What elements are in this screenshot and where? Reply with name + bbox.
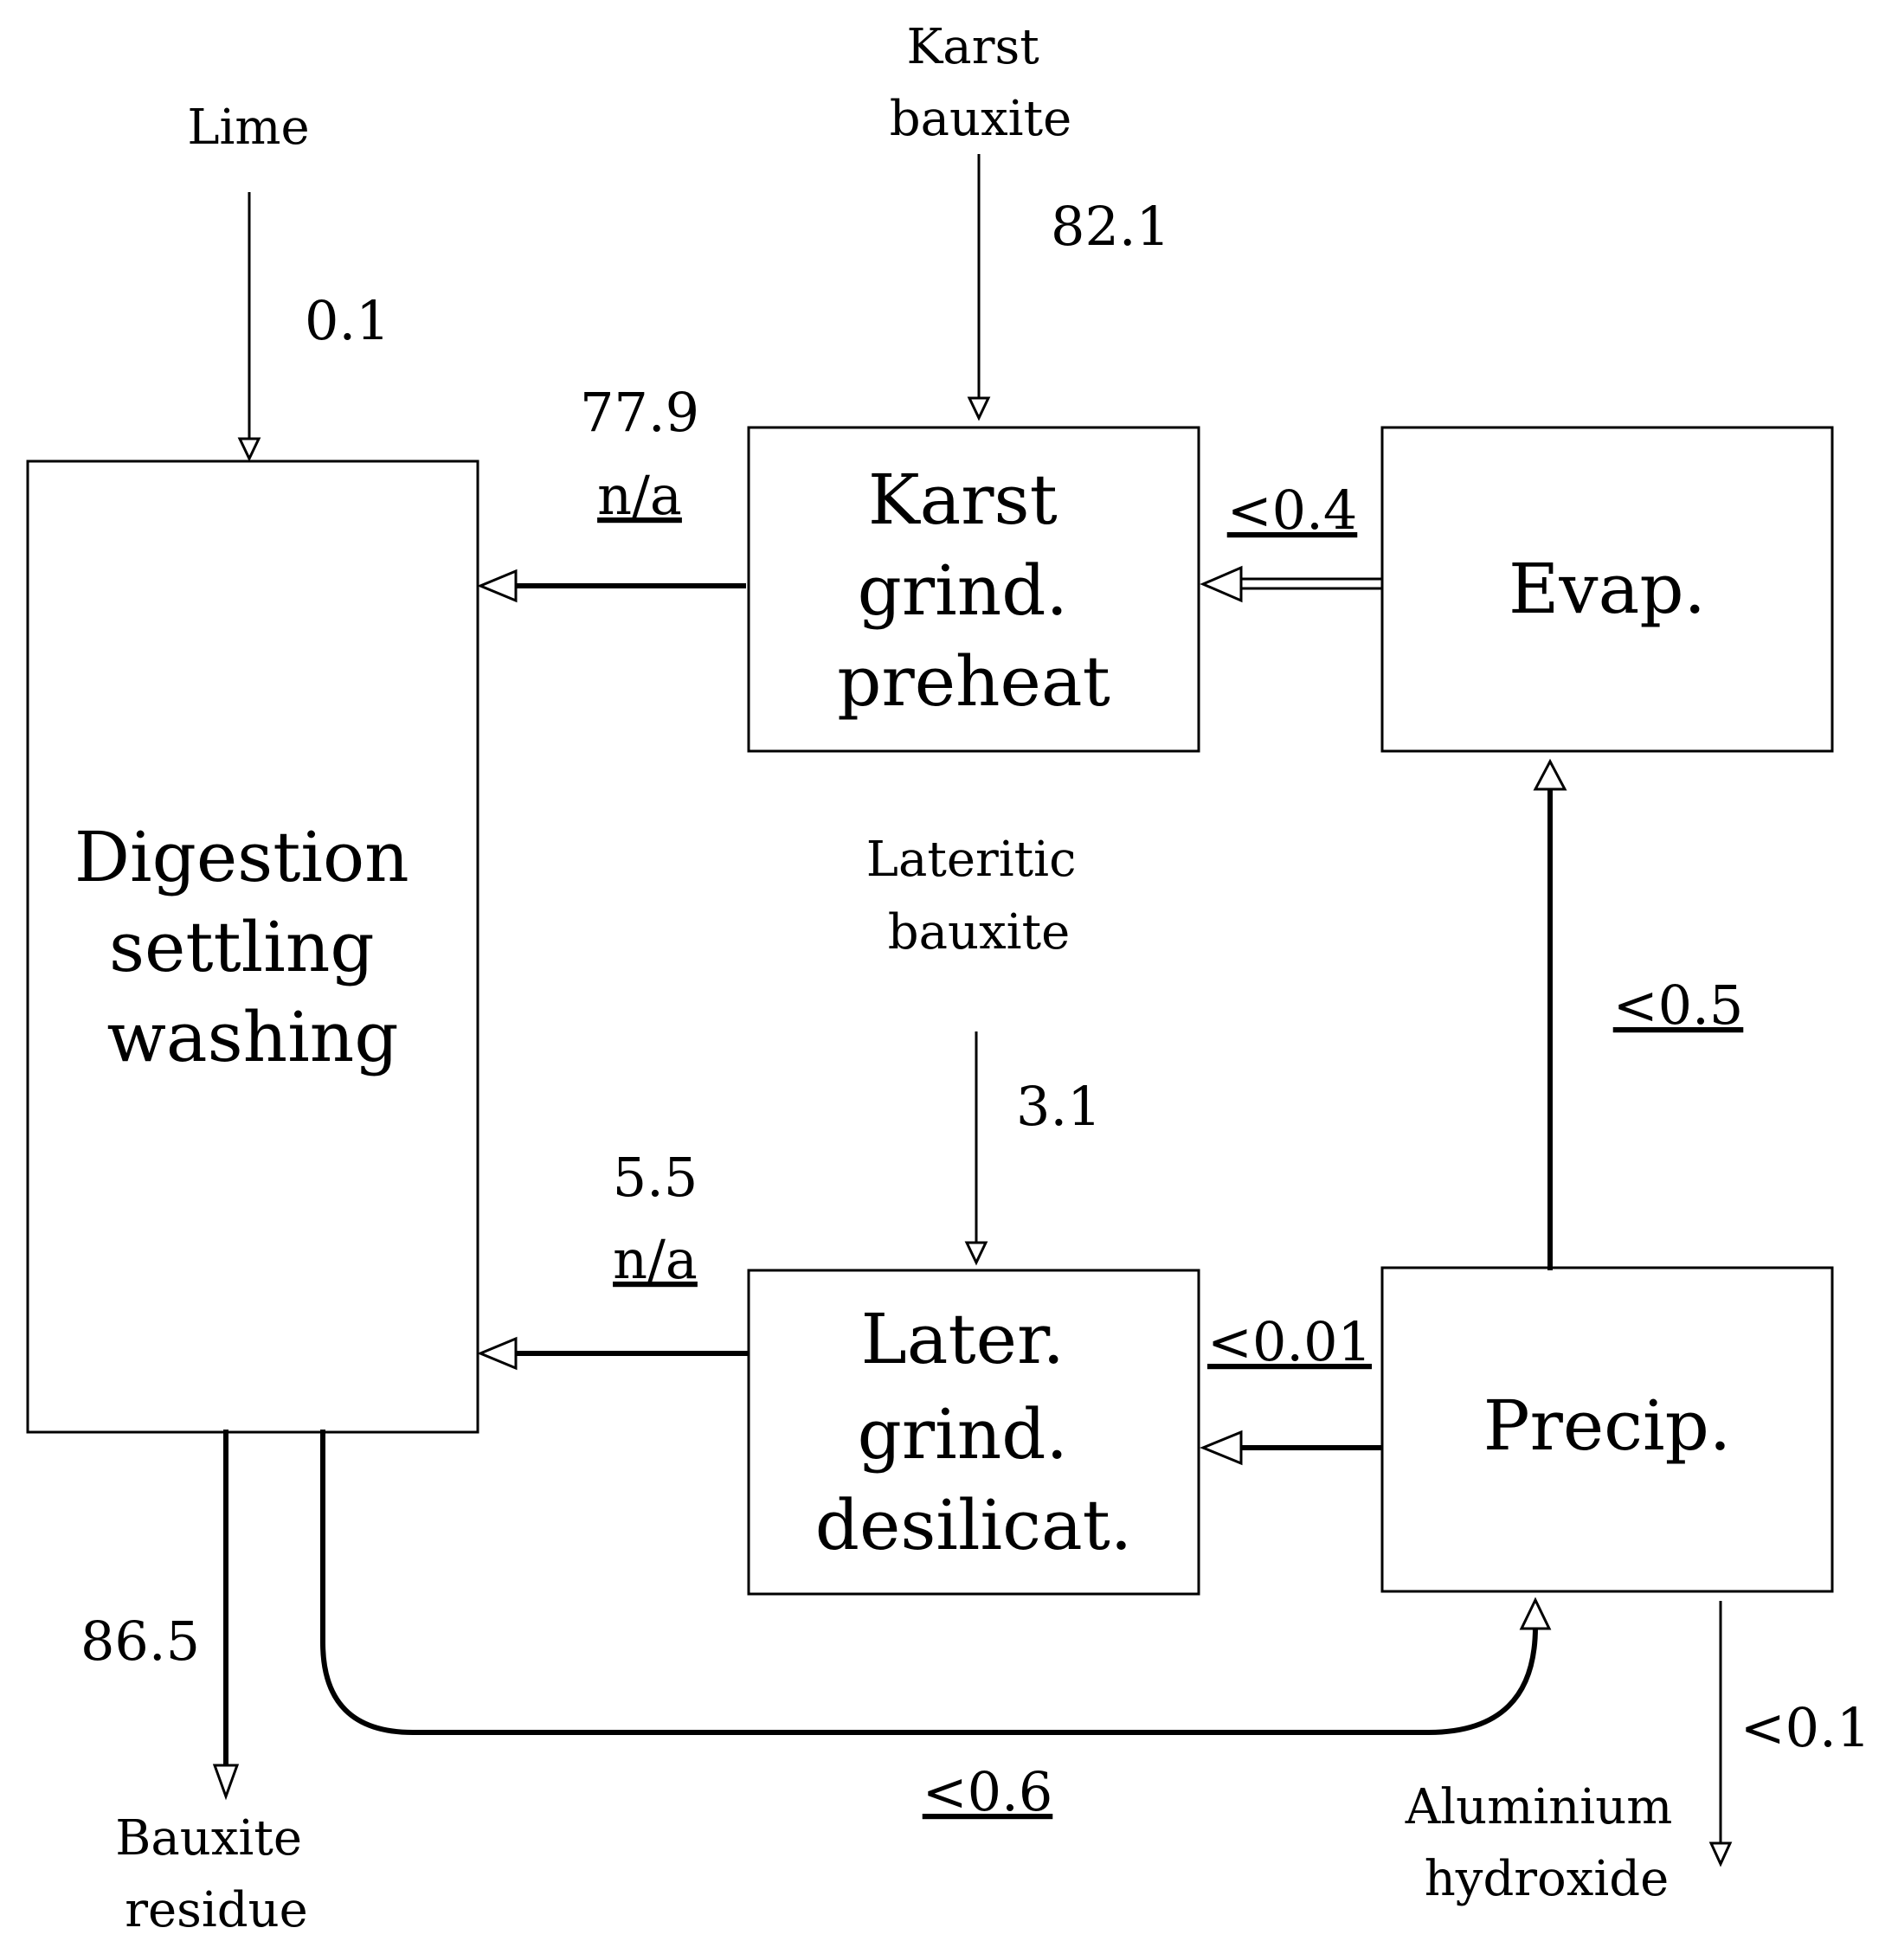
karst-bauxite-flow-value: 82.1 xyxy=(1051,195,1170,258)
karst-bauxite-label: Karst bauxite xyxy=(890,19,1071,147)
later-grind-label-line3: desilicat. xyxy=(815,1485,1132,1565)
aluminium-hydroxide-label-line2: hydroxide xyxy=(1425,1851,1670,1907)
karst-to-digestion-arrow xyxy=(477,569,746,603)
precip-to-later-arrow xyxy=(1200,1430,1382,1466)
later-to-digestion-arrow xyxy=(477,1336,749,1371)
later-to-digestion-flow-value: 5.5 xyxy=(613,1146,698,1209)
bauxite-residue-label-line1: Bauxite xyxy=(115,1810,302,1867)
digestion-to-precip-flow-value: <0.6 xyxy=(923,1760,1053,1823)
lateritic-bauxite-label-line1: Lateritic xyxy=(866,832,1077,888)
precip-to-evap-flow-value: <0.5 xyxy=(1613,974,1744,1037)
digestion-label-line1: Digestion xyxy=(74,817,409,897)
precip-to-hydroxide-arrow xyxy=(1708,1601,1733,1867)
precip-to-later-flow-value: <0.01 xyxy=(1207,1310,1372,1373)
precip-box: Precip. xyxy=(1380,1266,1834,1593)
lime-arrow xyxy=(237,192,261,462)
svg-text:Karst grind. prehe: Karst grind. preheat xyxy=(837,459,1110,722)
karst-to-digestion-flow-value: 77.9 xyxy=(580,381,699,444)
karst-grind-label-line1: Karst xyxy=(868,459,1058,540)
digestion-label-line2: settling xyxy=(109,907,375,987)
evap-to-karst-arrow xyxy=(1200,565,1382,603)
digestion-to-residue-arrow xyxy=(212,1430,240,1801)
lime-flow-value: 0.1 xyxy=(305,289,390,352)
later-grind-label-line1: Later. xyxy=(861,1299,1065,1379)
bauxite-residue-label-line2: residue xyxy=(125,1882,308,1938)
karst-bauxite-label-line1: Karst xyxy=(906,19,1039,75)
precip-label: Precip. xyxy=(1483,1385,1731,1466)
aluminium-hydroxide-label-line1: Aluminium xyxy=(1405,1779,1673,1835)
bauxite-residue-label: Bauxite residue xyxy=(115,1810,318,1938)
evap-box: Evap. xyxy=(1380,426,1834,753)
svg-text:Later. grind. desi: Later. grind. desilicat. xyxy=(815,1299,1132,1565)
lime-label: Lime xyxy=(187,100,309,156)
digestion-to-precip-arrow xyxy=(320,1430,1552,1735)
residue-flow-value: 86.5 xyxy=(80,1610,200,1673)
digestion-box: Digestion settling washing xyxy=(26,459,479,1434)
lateritic-bauxite-arrow xyxy=(964,1031,988,1266)
later-grind-label-line2: grind. xyxy=(858,1394,1068,1475)
lateritic-flow-value: 3.1 xyxy=(1016,1075,1102,1138)
digestion-label-line3: washing xyxy=(106,997,398,1077)
karst-grind-label-line3: preheat xyxy=(837,641,1110,722)
karst-to-digestion-flow-na: n/a xyxy=(597,464,682,527)
aluminium-hydroxide-label: Aluminium hydroxide xyxy=(1405,1779,1688,1907)
evap-label: Evap. xyxy=(1509,549,1706,629)
karst-bauxite-arrow xyxy=(967,154,991,421)
later-grind-box: Later. grind. desilicat. xyxy=(747,1269,1200,1596)
karst-grind-box: Karst grind. preheat xyxy=(747,426,1200,753)
hydroxide-flow-value: <0.1 xyxy=(1740,1696,1871,1759)
lateritic-bauxite-label-line2: bauxite xyxy=(888,904,1070,961)
precip-to-evap-arrow xyxy=(1533,758,1567,1270)
svg-text:Digestion settling: Digestion settling washing xyxy=(74,817,431,1077)
later-to-digestion-flow-na: n/a xyxy=(613,1228,698,1291)
lateritic-bauxite-label: Lateritic bauxite xyxy=(866,832,1092,961)
evap-to-karst-flow-value: <0.4 xyxy=(1227,479,1358,542)
karst-grind-label-line2: grind. xyxy=(858,550,1068,631)
karst-bauxite-label-line2: bauxite xyxy=(890,91,1071,147)
